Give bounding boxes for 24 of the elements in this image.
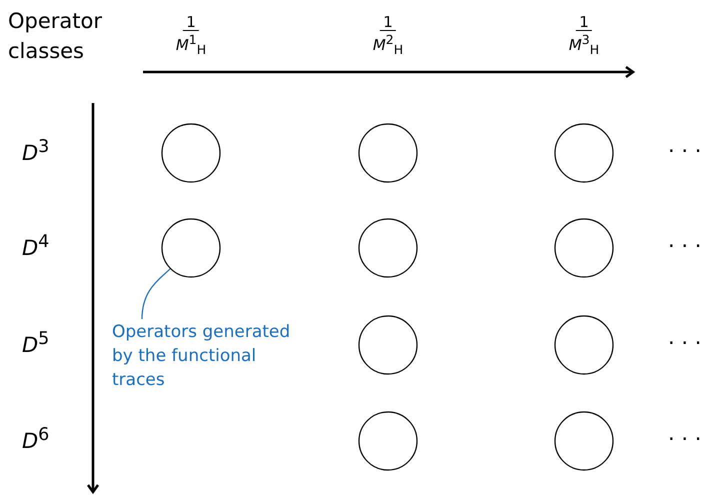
circle-node — [161, 218, 221, 278]
fraction-numerator: 1 — [576, 14, 592, 31]
annotation-text: Operators generated by the functional traces — [112, 320, 302, 392]
circle-node — [554, 123, 614, 183]
row-label: D$^{6}$ — [22, 425, 50, 453]
axis-title: Operator classes — [8, 8, 103, 65]
fraction-numerator: 1 — [380, 14, 396, 31]
circle-node — [554, 315, 614, 375]
circle-node — [358, 218, 418, 278]
circle-node — [554, 218, 614, 278]
circle-node — [358, 411, 418, 471]
fraction-numerator: 1 — [183, 14, 199, 31]
leader-line — [141, 268, 171, 320]
ellipsis: · · · — [668, 331, 702, 355]
ellipsis: · · · — [668, 139, 702, 163]
circle-node — [358, 123, 418, 183]
circle-node — [358, 315, 418, 375]
circle-node — [161, 123, 221, 183]
ellipsis: · · · — [668, 427, 702, 451]
circle-node — [554, 411, 614, 471]
row-label: D$^{4}$ — [22, 232, 50, 260]
ellipsis: · · · — [668, 234, 702, 258]
row-label: D$^{3}$ — [22, 137, 50, 165]
row-label: D$^{5}$ — [22, 329, 50, 357]
